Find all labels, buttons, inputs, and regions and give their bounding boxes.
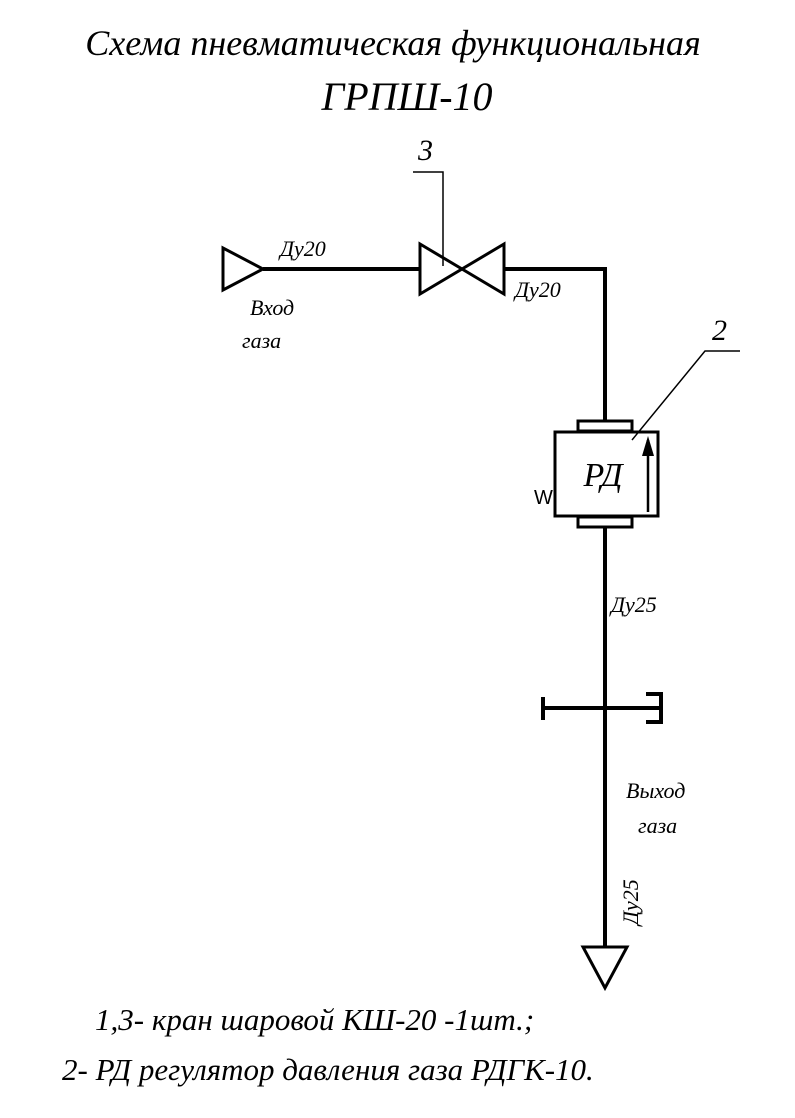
regulator-callout-leader (631, 350, 740, 441)
outlet-arrow-icon (580, 945, 630, 992)
regulator-bottom-flange (576, 515, 634, 529)
scheme-title: Схема пневматическая функциональная (85, 23, 700, 63)
valve-callout-leader (413, 171, 444, 266)
regulator-callout-number: 2 (712, 314, 727, 347)
ball-valve-icon (418, 241, 506, 297)
outlet-pipe-label-upper: Ду25 (609, 592, 657, 617)
inlet-label-2: газа (242, 328, 281, 353)
outlet-pipe-label-vertical: Ду25 (618, 879, 643, 927)
inlet-label-1: Вход (250, 295, 294, 320)
valve-callout-number: 3 (417, 134, 433, 167)
note-line-1: 1,3- кран шаровой КШ-20 -1шт.; (95, 1002, 534, 1037)
inlet-arrow-icon (221, 245, 267, 293)
pipe-valve-to-regulator (504, 267, 607, 425)
valve-pipe-label: Ду20 (513, 277, 561, 302)
regulator-body (553, 430, 660, 518)
regulator-arrow-icon (642, 436, 654, 456)
regulator-label: РД (582, 457, 624, 494)
scheme-subtitle: ГРПШ-10 (320, 74, 492, 119)
regulator-top-flange (576, 419, 634, 433)
inlet-pipe-label: Ду20 (278, 236, 326, 261)
spring-mark-icon: W (534, 487, 553, 509)
outlet-label-1: Выход (626, 778, 685, 803)
outlet-label-2: газа (638, 813, 677, 838)
note-line-2: 2- РД регулятор давления газа РДГК-10. (62, 1052, 594, 1087)
plug-fitting-icon (541, 692, 663, 724)
